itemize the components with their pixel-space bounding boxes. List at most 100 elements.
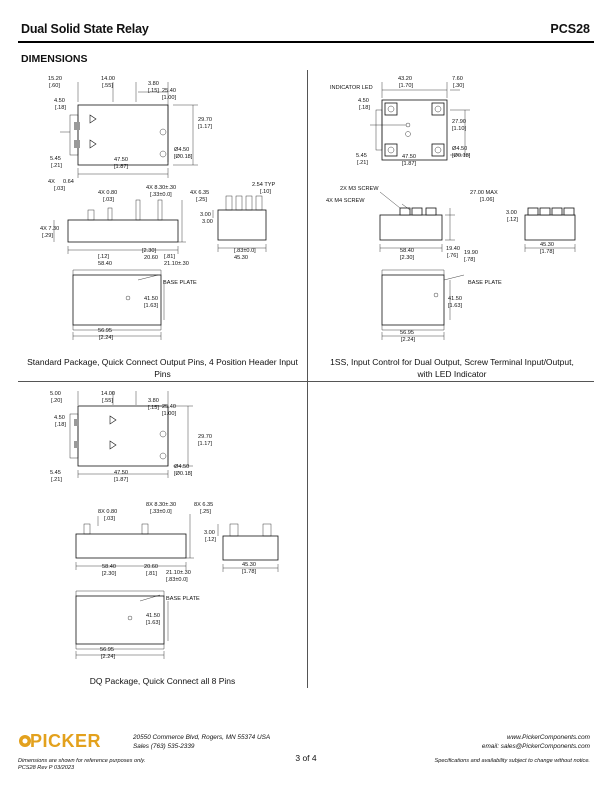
svg-text:BASE PLATE: BASE PLATE [163, 280, 197, 286]
footer-address-block: 20550 Commerce Blvd, Rogers, MN 55374 US… [133, 733, 270, 751]
svg-text:58.40: 58.40 [400, 248, 414, 254]
document-title: Dual Solid State Relay [21, 22, 149, 36]
svg-text:29.70: 29.70 [198, 434, 212, 440]
svg-text:21.10±.30: 21.10±.30 [164, 261, 189, 267]
caption-dq-package: DQ Package, Quick Connect all 8 Pins [89, 676, 236, 686]
relay-side-view [379, 214, 443, 241]
svg-text:8X 8.30±.30: 8X 8.30±.30 [146, 502, 176, 508]
drawing-standard-package: 15.20[.60] 14.00[.55] 3.80[.15] 25.40[1.… [40, 76, 275, 341]
svg-text:7.60: 7.60 [452, 76, 463, 82]
relay-side-view [75, 533, 187, 559]
svg-text:[1.87]: [1.87] [114, 477, 128, 483]
svg-text:[.55]: [.55] [102, 398, 113, 404]
svg-text:[.21]: [.21] [357, 160, 368, 166]
svg-text:[.12]: [.12] [205, 537, 216, 543]
svg-text:INDICATOR LED: INDICATOR LED [330, 85, 373, 91]
svg-text:45.30: 45.30 [540, 242, 554, 248]
svg-text:[.18]: [.18] [55, 422, 66, 428]
svg-text:5.00: 5.00 [50, 391, 61, 397]
svg-text:47.50: 47.50 [114, 157, 128, 163]
caption-line-1: 1SS, Input Control for Dual Output, Scre… [330, 357, 574, 367]
svg-text:[2.30]: [2.30] [102, 571, 116, 577]
picker-logo-icon [19, 735, 31, 747]
svg-text:41.50: 41.50 [448, 296, 462, 302]
svg-text:[2.24]: [2.24] [101, 654, 115, 660]
svg-text:[Ø0.18]: [Ø0.18] [452, 153, 471, 159]
svg-text:[.83±0.0]: [.83±0.0] [234, 248, 256, 254]
svg-text:3.80: 3.80 [148, 398, 159, 404]
svg-text:[.15]: [.15] [148, 88, 159, 94]
svg-text:[1.87]: [1.87] [114, 164, 128, 170]
svg-text:41.50: 41.50 [146, 613, 160, 619]
svg-text:[.10]: [.10] [260, 189, 271, 195]
svg-text:5.45: 5.45 [356, 153, 367, 159]
svg-text:[.18]: [.18] [55, 105, 66, 111]
svg-text:56.95: 56.95 [400, 330, 414, 336]
svg-text:45.30: 45.30 [242, 562, 256, 568]
relay-side-view [67, 219, 179, 243]
svg-text:[1.17]: [1.17] [198, 441, 212, 447]
svg-text:[.81]: [.81] [146, 571, 157, 577]
svg-text:3.00: 3.00 [200, 212, 211, 218]
svg-text:[.20]: [.20] [51, 398, 62, 404]
svg-text:19.90: 19.90 [464, 250, 478, 256]
svg-text:[1.63]: [1.63] [144, 303, 158, 309]
svg-text:3.00: 3.00 [506, 210, 517, 216]
caption-standard-package: Standard Package, Quick Connect Output P… [27, 357, 298, 379]
section-title: DIMENSIONS [21, 53, 88, 65]
svg-text:Ø4.50: Ø4.50 [174, 464, 189, 470]
svg-text:[.29]: [.29] [42, 233, 53, 239]
svg-text:BASE PLATE: BASE PLATE [166, 596, 200, 602]
svg-text:2.54 TYP: 2.54 TYP [252, 182, 275, 188]
svg-text:[1.63]: [1.63] [146, 620, 160, 626]
base-plate-view [381, 274, 445, 326]
svg-text:4.50: 4.50 [54, 98, 65, 104]
svg-text:45.30: 45.30 [234, 255, 248, 261]
svg-text:15.20: 15.20 [48, 76, 62, 82]
svg-text:27.00 MAX: 27.00 MAX [470, 190, 498, 196]
svg-text:5.45: 5.45 [50, 156, 61, 162]
footer-sales-phone: Sales (763) 535-2339 [133, 743, 195, 750]
svg-text:[.55]: [.55] [102, 83, 113, 89]
svg-text:[2.30]: [2.30] [142, 248, 156, 254]
svg-text:[.25]: [.25] [196, 197, 207, 203]
svg-text:5.45: 5.45 [50, 470, 61, 476]
svg-text:[.03]: [.03] [54, 186, 65, 192]
svg-text:[.83±0.0]: [.83±0.0] [166, 577, 188, 583]
svg-text:[.12]: [.12] [507, 217, 518, 223]
svg-text:[.21]: [.21] [51, 163, 62, 169]
svg-text:[.03]: [.03] [103, 197, 114, 203]
svg-text:[.81]: [.81] [164, 254, 175, 260]
footer-email[interactable]: email: sales@PickerComponents.com [481, 743, 590, 750]
svg-text:21.10±.30: 21.10±.30 [166, 570, 191, 576]
caption-1ss-package: 1SS, Input Control for Dual Output, Scre… [310, 356, 594, 380]
svg-text:[.15]: [.15] [148, 405, 159, 411]
svg-text:[.76]: [.76] [447, 253, 458, 259]
svg-text:4X 8.30±.30: 4X 8.30±.30 [146, 185, 176, 191]
svg-text:4X 0.80: 4X 0.80 [98, 190, 117, 196]
svg-text:Ø4.50: Ø4.50 [452, 146, 467, 152]
svg-text:[1.70]: [1.70] [399, 83, 413, 89]
svg-text:[1.87]: [1.87] [402, 161, 416, 167]
grid-divider-horizontal [18, 381, 594, 382]
svg-text:8X 6.35: 8X 6.35 [194, 502, 213, 508]
svg-text:4.50: 4.50 [358, 98, 369, 104]
svg-text:[.30]: [.30] [453, 83, 464, 89]
footer-address: 20550 Commerce Blvd, Rogers, MN 55374 US… [133, 734, 271, 741]
footer-notes: Dimensions are shown for reference purpo… [18, 758, 145, 772]
svg-text:[.60]: [.60] [49, 83, 60, 89]
svg-text:8X 0.80: 8X 0.80 [98, 509, 117, 515]
header-rule [18, 41, 594, 43]
svg-text:41.50: 41.50 [144, 296, 158, 302]
svg-text:[1.00]: [1.00] [162, 411, 176, 417]
svg-text:[.03]: [.03] [104, 516, 115, 522]
svg-text:19.40: 19.40 [446, 246, 460, 252]
caption-line-2: with LED Indicator [417, 369, 487, 379]
svg-text:14.00: 14.00 [101, 76, 115, 82]
svg-text:20.60: 20.60 [144, 564, 158, 570]
footer-website[interactable]: www.PickerComponents.com [506, 734, 590, 741]
svg-text:29.70: 29.70 [198, 117, 212, 123]
svg-text:4.50: 4.50 [54, 415, 65, 421]
svg-text:[1.63]: [1.63] [448, 303, 462, 309]
svg-text:[2.24]: [2.24] [401, 337, 415, 343]
